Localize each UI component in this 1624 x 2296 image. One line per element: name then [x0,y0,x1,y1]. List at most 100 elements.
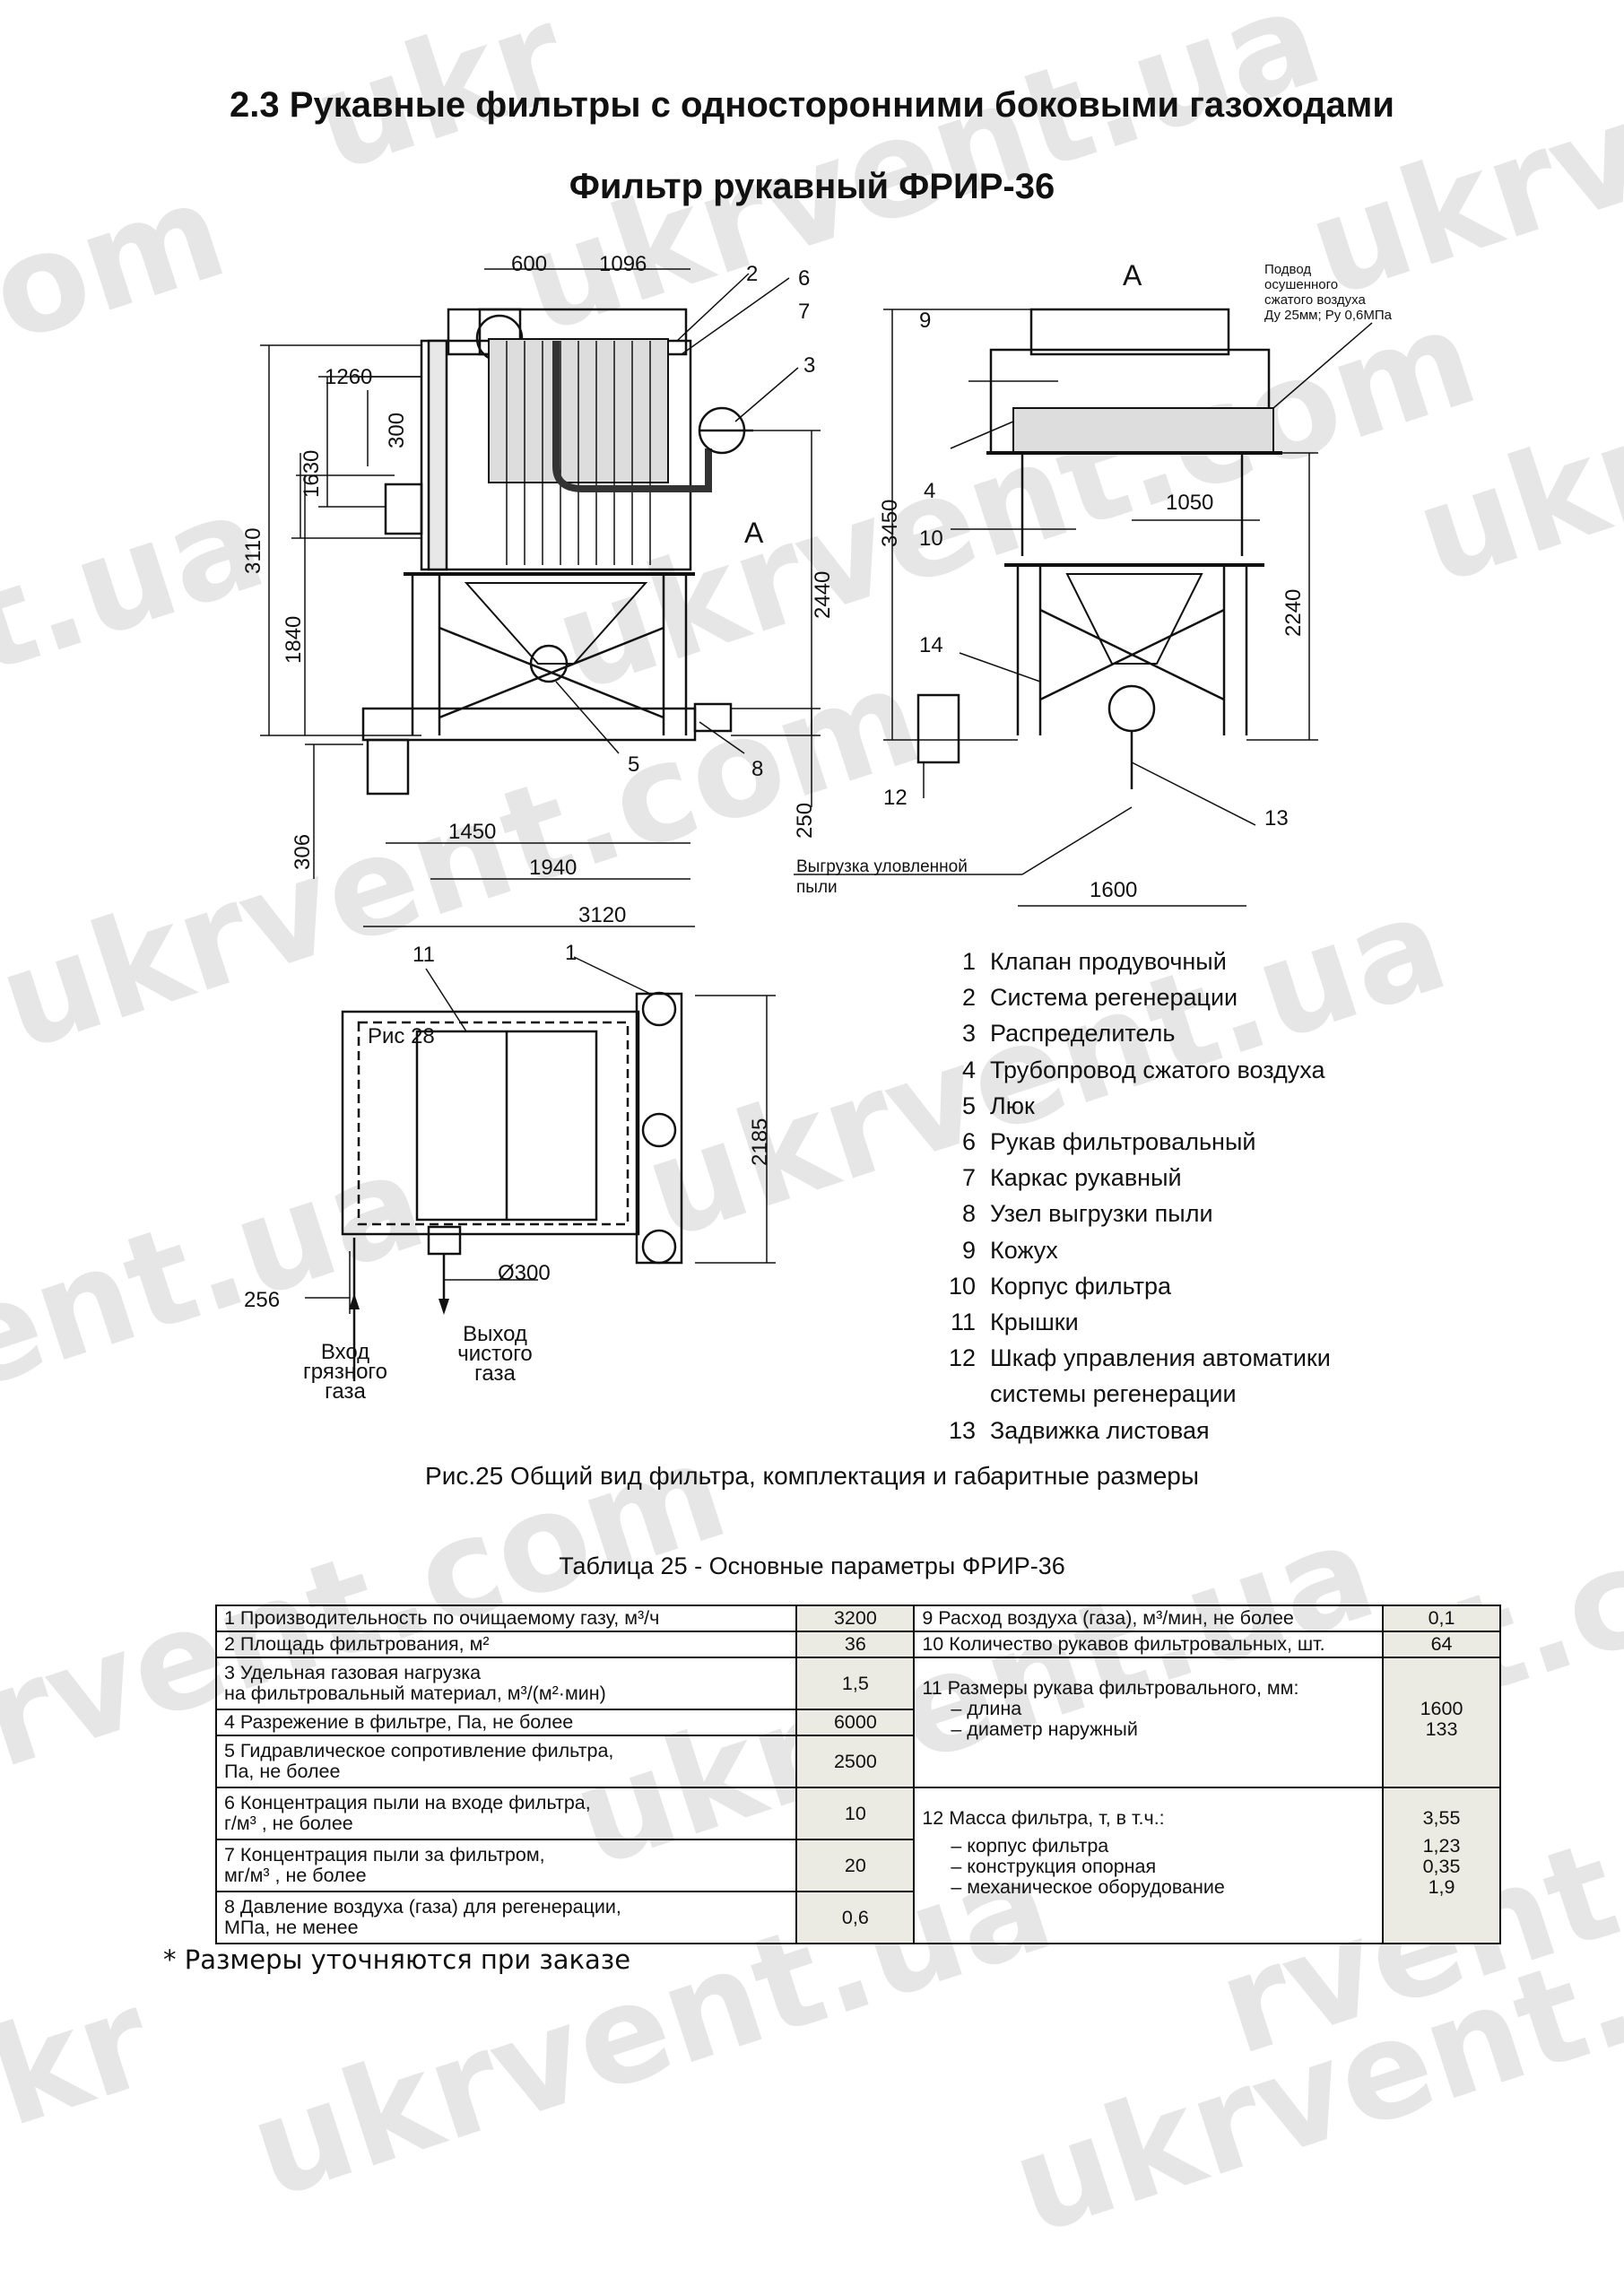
dim-label: 2185 [748,1118,772,1166]
legend-text: Узел выгрузки пыли [990,1200,1213,1228]
table-row: 8 Давление воздуха (газа) для регенераци… [214,1891,1500,1944]
callout-label: 9 [919,309,931,333]
table-cell: 5 Гидравлическое сопротивление фильтра,П… [214,1735,798,1788]
callout-label: 6 [798,266,810,291]
table-cell: 10 Количество рукавов фильтровальных, шт… [913,1631,1385,1658]
table-row: 4 Разрежение в фильтре, Па, не более 600… [214,1709,1500,1736]
annotation-text: осушенного [1264,277,1338,292]
dim-label: 1260 [325,365,372,389]
table-cell-line: 5 Гидравлическое сопротивление фильтра, [224,1740,614,1761]
footnote: * Размеры уточняются при заказе [163,1944,631,1975]
callout-label: 3 [803,353,815,378]
outlet-label: чистого [457,1342,533,1366]
table-cell: 64 [1382,1631,1501,1658]
legend-item: 10 Корпус фильтра [942,1268,1331,1304]
inlet-label: газа [325,1379,366,1404]
inlet-label: Вход [321,1340,369,1364]
legend-text: Люк [990,1091,1035,1119]
dim-label: 2440 [811,571,835,619]
dim-label: 1630 [300,450,324,498]
dim-label: 250 [793,803,817,839]
table-cell-line: – механическое оборудование [951,1876,1225,1898]
dim-label: 1096 [599,252,647,276]
legend-text: Трубопровод сжатого воздуха [990,1056,1325,1083]
outlet-label: Выход [463,1322,527,1346]
table-cell: 0,1 [1382,1605,1501,1632]
table-cell-line: 1,23 [1422,1835,1461,1857]
inlet-label: грязного [303,1360,387,1384]
table-cell: 10 [795,1787,916,1840]
table-cell-line: 11 Размеры рукава фильтровального, мм: [922,1677,1299,1699]
table-cell: 3,55 1,23 0,35 1,9 [1382,1787,1501,1944]
table-cell: 1 Производительность по очищаемому газу,… [214,1605,798,1632]
legend-item: системы регенерации [942,1376,1331,1412]
annotation-text: Выгрузка уловленной [796,857,968,876]
legend-number: 10 [948,1272,976,1300]
table-cell: 1,5 [795,1657,916,1710]
table-cell-line: на фильтровальный материал, м³/(м²·мин) [224,1683,606,1704]
legend-text: Корпус фильтра [990,1272,1171,1300]
legend-number: 12 [948,1344,976,1372]
table-cell-line: – диаметр наружный [951,1718,1138,1740]
table-cell-line: 133 [1425,1718,1458,1740]
dim-label: 1050 [1166,491,1213,515]
dim-label: 300 [385,413,409,448]
outlet-label: газа [474,1361,516,1386]
legend-number: 9 [961,1236,976,1264]
callout-label: 11 [413,943,435,967]
callout-label: 10 [919,526,943,551]
legend-number: 11 [950,1309,976,1336]
legend-text: Клапан продувочный [990,948,1227,975]
table-row: 7 Концентрация пыли за фильтром,мг/м³ , … [214,1839,1500,1892]
table-cell-line: – конструкция опорная [951,1856,1157,1877]
table-cell-line: Па, не более [224,1761,341,1782]
table-cell: 4 Разрежение в фильтре, Па, не более [214,1709,798,1736]
view-marker: А [744,517,764,549]
table-cell-line: – длина [951,1698,1022,1719]
table-cell-line: 6 Концентрация пыли на входе фильтра, [224,1792,591,1813]
table-cell: 6 Концентрация пыли на входе фильтра,г/м… [214,1787,798,1840]
table-cell-line: 0,35 [1422,1856,1461,1877]
table-cell: 1600 133 [1382,1657,1501,1788]
annotation-text: Подвод [1264,262,1311,277]
table-cell-line: 3 Удельная газовая нагрузка [224,1662,482,1683]
dim-label: 306 [291,834,315,870]
callout-label: 14 [919,633,943,657]
legend-number: 7 [961,1164,976,1192]
table-caption: Таблица 25 - Основные параметры ФРИР-36 [559,1552,1065,1579]
dim-label: 600 [511,252,547,276]
annotation-text: пыли [796,878,838,897]
table-row: 5 Гидравлическое сопротивление фильтра,П… [214,1735,1500,1788]
legend-text: системы регенерации [990,1380,1237,1408]
table-cell-line: 12 Масса фильтра, т, в т.ч.: [922,1807,1165,1829]
table-row: 1 Производительность по очищаемому газу,… [214,1605,1501,1632]
table-cell-line: 3,55 [1422,1807,1461,1829]
annotation-text: Ду 25мм; Ру 0,6МПа [1264,308,1393,323]
figure-caption: Рис.25 Общий вид фильтра, комплектация и… [425,1462,1199,1490]
table-cell-line: 8 Давление воздуха (газа) для регенераци… [224,1896,621,1918]
table-row: 2 Площадь фильтрования, м² 36 10 Количес… [214,1631,1501,1658]
table-cell: 36 [795,1631,916,1658]
legend-number: 6 [961,1128,976,1156]
dim-label: 2240 [1281,589,1306,637]
parameters-table: 1 Производительность по очищаемому газу,… [214,1605,1501,1944]
table-cell: 6000 [795,1709,916,1736]
legend-text: Рукав фильтровальный [990,1128,1256,1156]
table-cell-line: 1,9 [1428,1876,1455,1898]
table-cell: 2 Площадь фильтрования, м² [214,1631,798,1658]
table-cell: 9 Расход воздуха (газа), м³/мин, не боле… [913,1605,1385,1632]
dim-label: 1840 [282,616,306,664]
dim-label: Ø300 [498,1261,551,1285]
table-cell-line: 1600 [1420,1698,1463,1719]
dim-label: 1450 [448,820,496,844]
